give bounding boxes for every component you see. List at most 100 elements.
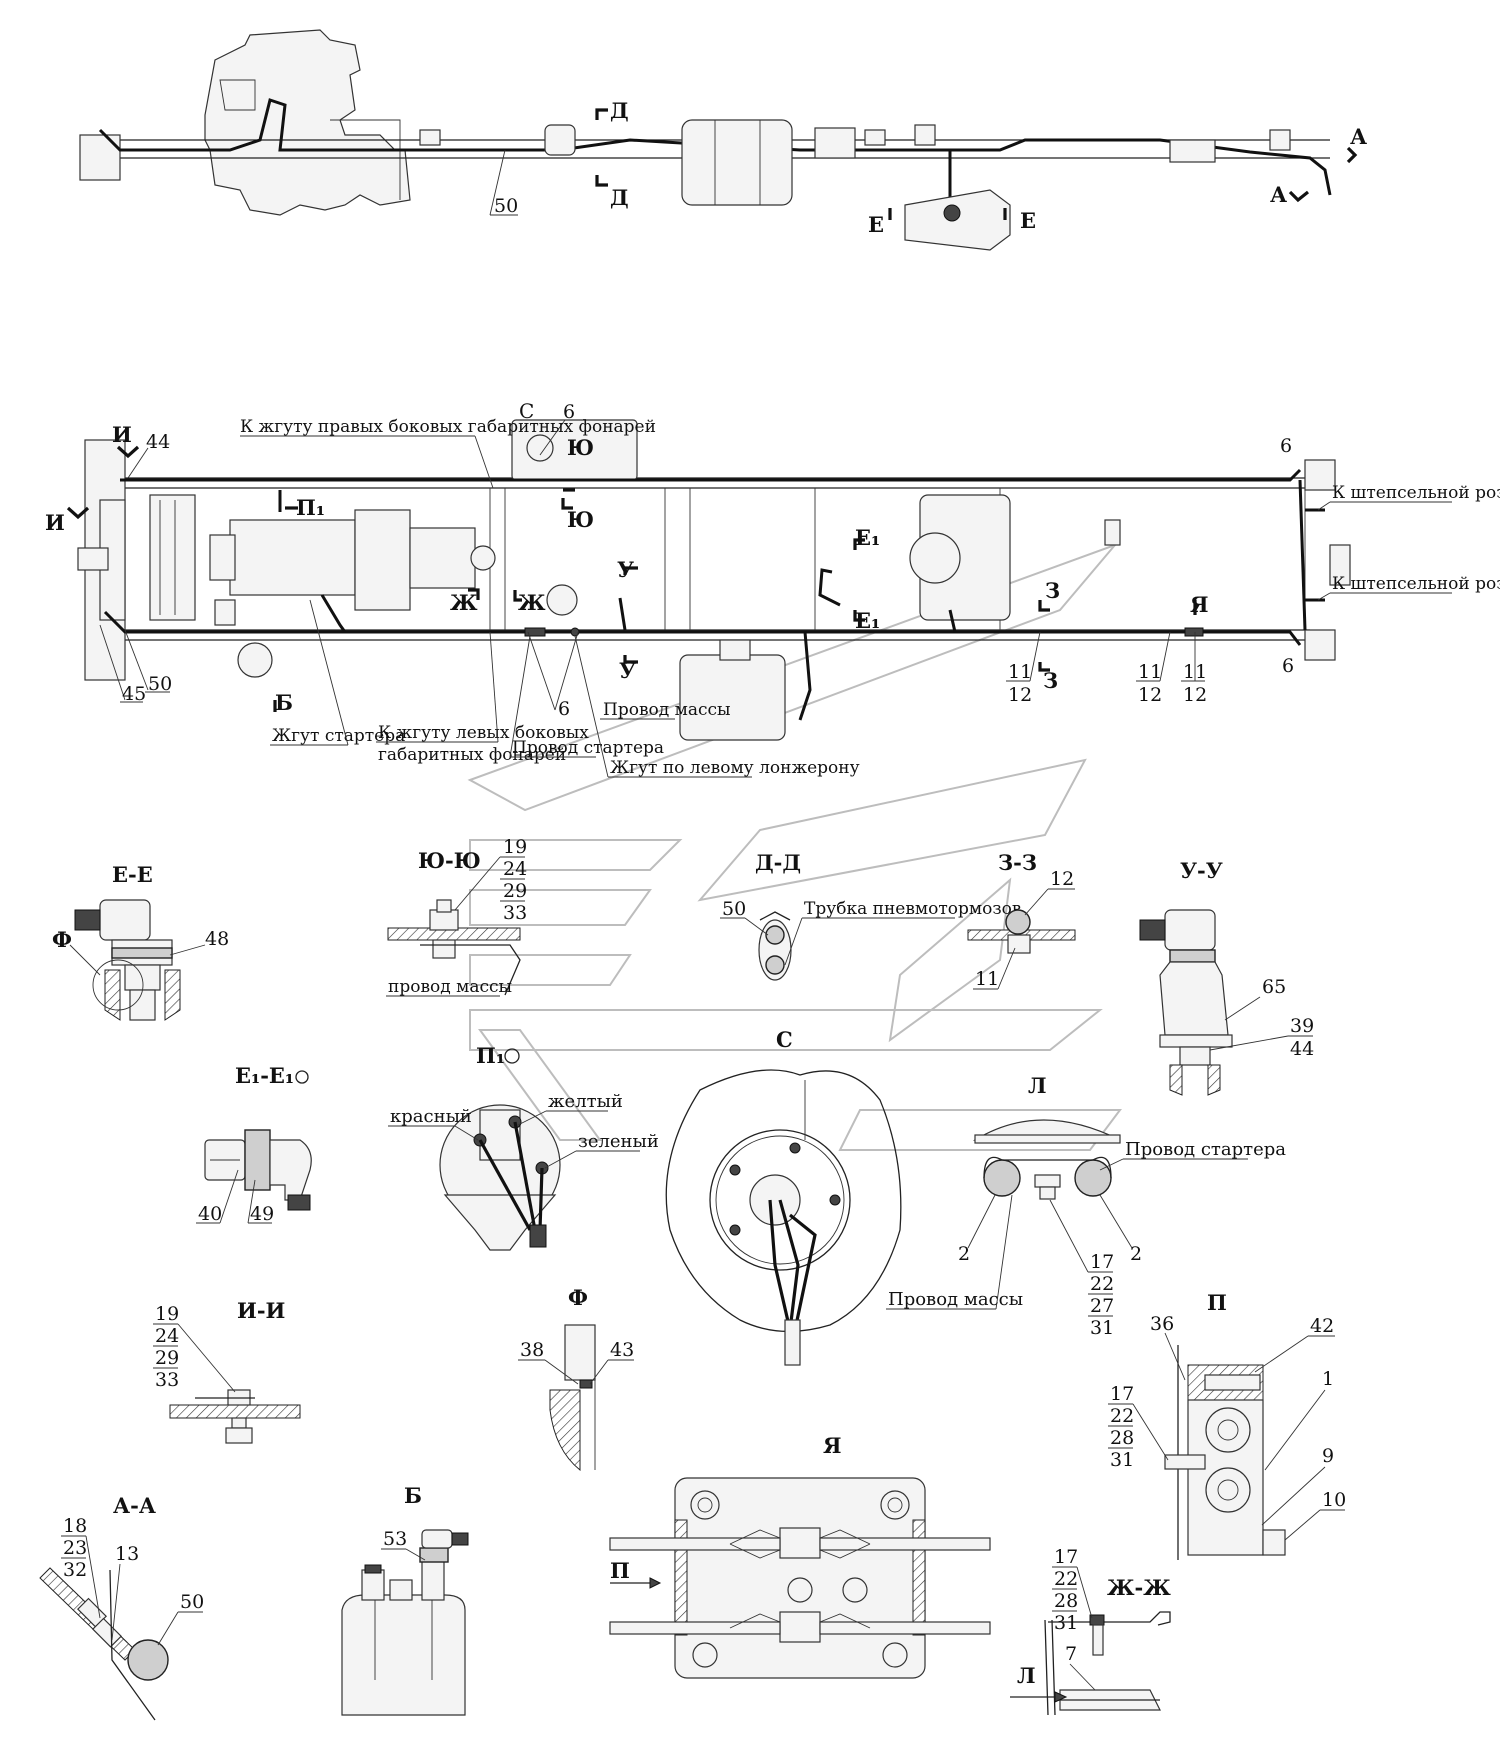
label-a-left: А <box>1270 182 1287 207</box>
detail-zhzh-7: 7 <box>1065 1643 1077 1665</box>
detail-ii-title: И-И <box>237 1298 285 1323</box>
label-s: С <box>519 399 534 423</box>
part-6-lower: 6 <box>558 698 570 720</box>
top-view <box>79 29 1358 251</box>
detail-aa-23: 23 <box>63 1537 87 1559</box>
detail-b-53: 53 <box>383 1528 407 1550</box>
detail-f-43: 43 <box>610 1339 634 1361</box>
detail-dd-title: Д-Д <box>755 850 801 875</box>
label-d-bottom: Д <box>610 185 629 210</box>
label-b: Б <box>275 690 293 715</box>
label-z-top: З <box>1045 578 1060 603</box>
part-6-rear-bottom: 6 <box>1282 655 1294 677</box>
label-e-right: Е <box>1020 208 1036 233</box>
detail-ii-33: 33 <box>155 1369 179 1391</box>
front-bracket <box>79 134 121 181</box>
radiator <box>149 494 196 621</box>
detail-f: Ф 38 43 <box>518 1285 634 1472</box>
detail-b: Б 53 <box>341 1483 469 1716</box>
detail-ii-29: 29 <box>155 1347 179 1369</box>
detail-p1: П₁ красный желтый зеленый <box>388 1043 659 1251</box>
engine <box>229 519 356 596</box>
detail-l-title: Л <box>1028 1073 1047 1098</box>
label-p1: П₁ <box>296 495 325 520</box>
detail-ee-title: Е-Е <box>112 862 153 887</box>
detail-p1-yellow: желтый <box>548 1091 623 1112</box>
part-50-top: 50 <box>494 195 518 217</box>
label-i-top: И <box>112 422 132 447</box>
detail-uu-44: 44 <box>1290 1038 1314 1060</box>
watermark-logo <box>467 542 1122 1151</box>
detail-ee: Е-Е Ф 48 <box>52 862 229 1021</box>
callout-starter-harness: Жгут стартера <box>272 726 405 746</box>
top-harness <box>98 98 1332 196</box>
detail-aa-13: 13 <box>115 1543 139 1565</box>
callout-socket-2: К штепсельной розетке <box>1332 574 1500 594</box>
b-housing <box>341 1594 466 1716</box>
detail-yuyu-33: 33 <box>503 902 527 924</box>
detail-l-31: 31 <box>1090 1317 1114 1339</box>
label-e1-top: Е₁ <box>855 525 880 550</box>
label-i-left: И <box>45 510 65 535</box>
label-e1-bottom: Е₁ <box>855 608 880 633</box>
callout-left-side-lamps-2: габаритных фонарей <box>378 745 566 765</box>
plan-view <box>66 419 1351 741</box>
detail-p-10: 10 <box>1322 1489 1346 1511</box>
detail-ee-f: Ф <box>52 927 72 952</box>
label-z-bottom: З <box>1043 668 1058 693</box>
detail-ii: И-И 19 24 29 33 <box>153 1298 301 1444</box>
brake-chamber <box>904 189 1011 251</box>
top-view-labels: Д Д А А Е Е 50 <box>489 98 1367 237</box>
detail-yuyu-29: 29 <box>503 880 527 902</box>
label-u-top: У <box>617 557 634 582</box>
pressure-sensor <box>1159 961 1229 1036</box>
detail-p-31: 31 <box>1110 1449 1134 1471</box>
detail-zhzh-28: 28 <box>1054 1590 1078 1612</box>
part-12-a: 12 <box>1008 684 1032 706</box>
detail-aa-18: 18 <box>63 1515 87 1537</box>
callout-starter-wire: Провод стартера <box>512 738 664 758</box>
callout-ground-wire: Провод массы <box>603 700 731 720</box>
detail-uu: У-У 65 39 44 <box>1139 858 1314 1096</box>
label-yu-bottom: Ю <box>567 507 594 532</box>
detail-zhzh-l: Л <box>1017 1663 1036 1688</box>
label-d-top: Д <box>610 98 629 123</box>
detail-e1e1-title: Е₁-Е₁ <box>235 1063 294 1088</box>
detail-c-title: С <box>776 1027 793 1052</box>
detail-zhzh-17: 17 <box>1054 1546 1078 1568</box>
detail-p: П 36 42 1 17 22 28 31 9 10 <box>1108 1290 1346 1560</box>
detail-p1-red: красный <box>390 1106 472 1127</box>
part-6-rear-top: 6 <box>1280 435 1292 457</box>
detail-zz-11: 11 <box>975 968 999 990</box>
detail-ii-24: 24 <box>155 1325 179 1347</box>
detail-zz-title: З-З <box>998 850 1037 875</box>
detail-p-42: 42 <box>1310 1315 1334 1337</box>
detail-dd: Д-Д 50 Трубка пневмотормозов <box>720 850 1021 981</box>
detail-p-17: 17 <box>1110 1383 1134 1405</box>
plan-harness-upper <box>120 468 1302 482</box>
detail-uu-title: У-У <box>1180 858 1223 883</box>
detail-l-2b: 2 <box>1130 1243 1142 1265</box>
detail-zz-12: 12 <box>1050 868 1074 890</box>
label-yu-top: Ю <box>567 435 594 460</box>
part-11-a: 11 <box>1008 661 1032 683</box>
label-zh-left: Ж <box>450 590 478 615</box>
detail-e1e1-40: 40 <box>198 1203 222 1225</box>
detail-l-22: 22 <box>1090 1273 1114 1295</box>
callout-socket-1: К штепсельной розетке <box>1332 483 1500 503</box>
label-zh-right: Ж <box>518 590 546 615</box>
detail-p-28: 28 <box>1110 1427 1134 1449</box>
label-a-right: А <box>1350 124 1367 149</box>
gearbox <box>354 509 411 611</box>
detail-zhzh-31: 31 <box>1054 1612 1078 1634</box>
detail-f-38: 38 <box>520 1339 544 1361</box>
detail-ya-title: Я <box>823 1433 842 1458</box>
detail-ya: Я П <box>609 1433 991 1679</box>
detail-c: С <box>665 1027 902 1366</box>
detail-b-title: Б <box>404 1483 422 1508</box>
detail-p-9: 9 <box>1322 1445 1334 1467</box>
label-e-left: Е <box>868 212 884 237</box>
detail-l-27: 27 <box>1090 1295 1114 1317</box>
detail-aa-32: 32 <box>63 1559 87 1581</box>
